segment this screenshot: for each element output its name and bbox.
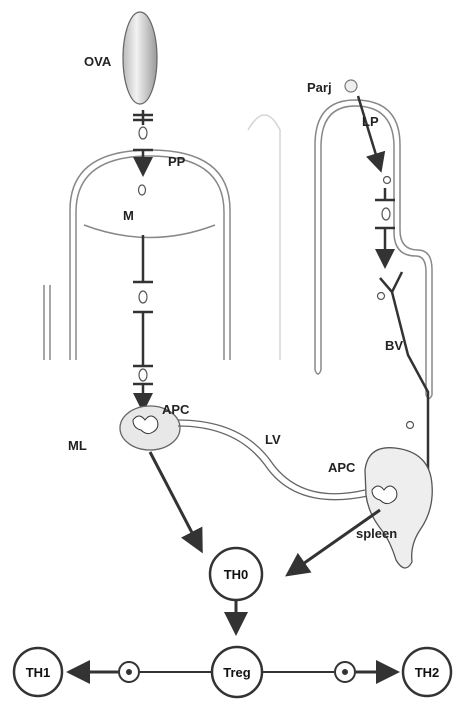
label-lp: LP xyxy=(362,114,379,129)
treg-label: Treg xyxy=(223,665,251,680)
ova-particle xyxy=(123,12,157,104)
label-spleen: spleen xyxy=(356,526,397,541)
label-apc-right: APC xyxy=(328,460,356,475)
spleen-organ xyxy=(365,448,432,568)
label-apc-left: APC xyxy=(162,402,190,417)
parj-particle xyxy=(345,80,357,92)
label-ova: OVA xyxy=(84,54,112,69)
label-pp: PP xyxy=(168,154,186,169)
th0-label: TH0 xyxy=(224,567,249,582)
label-bv: BV xyxy=(385,338,403,353)
label-m: M xyxy=(123,208,134,223)
label-parj: Parj xyxy=(307,80,332,95)
treg-to-th1-link xyxy=(72,662,212,682)
treg-node: Treg xyxy=(212,647,262,697)
th0-node: TH0 xyxy=(210,548,262,600)
right-transport-chain xyxy=(358,96,428,470)
label-ml: ML xyxy=(68,438,87,453)
th1-label: TH1 xyxy=(26,665,51,680)
th2-node: TH2 xyxy=(403,648,451,696)
left-villus-outline xyxy=(44,60,280,360)
th1-node: TH1 xyxy=(14,648,62,696)
label-lv: LV xyxy=(265,432,281,447)
treg-to-th2-link xyxy=(262,662,394,682)
left-transport-chain xyxy=(133,110,153,408)
th2-label: TH2 xyxy=(415,665,440,680)
